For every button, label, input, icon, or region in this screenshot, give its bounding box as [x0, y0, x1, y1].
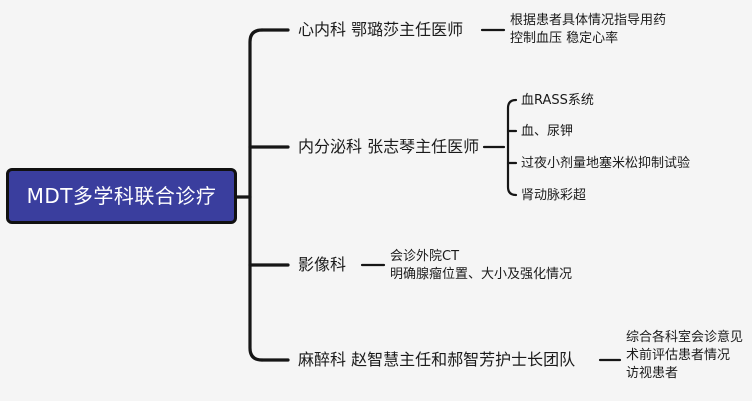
endocrinology-note-3: 过夜小剂量地塞米松抑制试验	[521, 156, 691, 171]
endocrinology-note-1: 血RASS系统	[521, 93, 594, 108]
anesthesiology-note-3: 访视患者	[626, 366, 679, 381]
connector-spine	[248, 28, 264, 362]
cardiology-note-2: 控制血压 稳定心率	[510, 31, 619, 46]
endocrinology-note-4: 肾动脉彩超	[521, 188, 587, 203]
imaging-note-1: 会诊外院CT	[390, 249, 460, 264]
anesthesiology-note-2: 术前评估患者情况	[626, 348, 731, 363]
dept-imaging: 影像科	[298, 255, 347, 274]
dept-endocrinology: 内分泌科 张志琴主任医师	[298, 137, 480, 156]
cardiology-note-1: 根据患者具体情况指导用药	[510, 13, 667, 28]
endocrinology-note-2: 血、尿钾	[521, 124, 574, 139]
imaging-note-2: 明确腺瘤位置、大小及强化情况	[390, 267, 573, 282]
dept-anesthesiology: 麻醉科 赵智慧主任和郝智芳护士长团队	[298, 350, 576, 369]
root-node: MDT多学科联合诊疗	[6, 168, 237, 224]
dept-cardiology: 心内科 鄂璐莎主任医师	[298, 20, 464, 39]
anesthesiology-note-1: 综合各科室会诊意见	[626, 330, 744, 345]
connector-endocrinology-bracket	[506, 98, 518, 197]
